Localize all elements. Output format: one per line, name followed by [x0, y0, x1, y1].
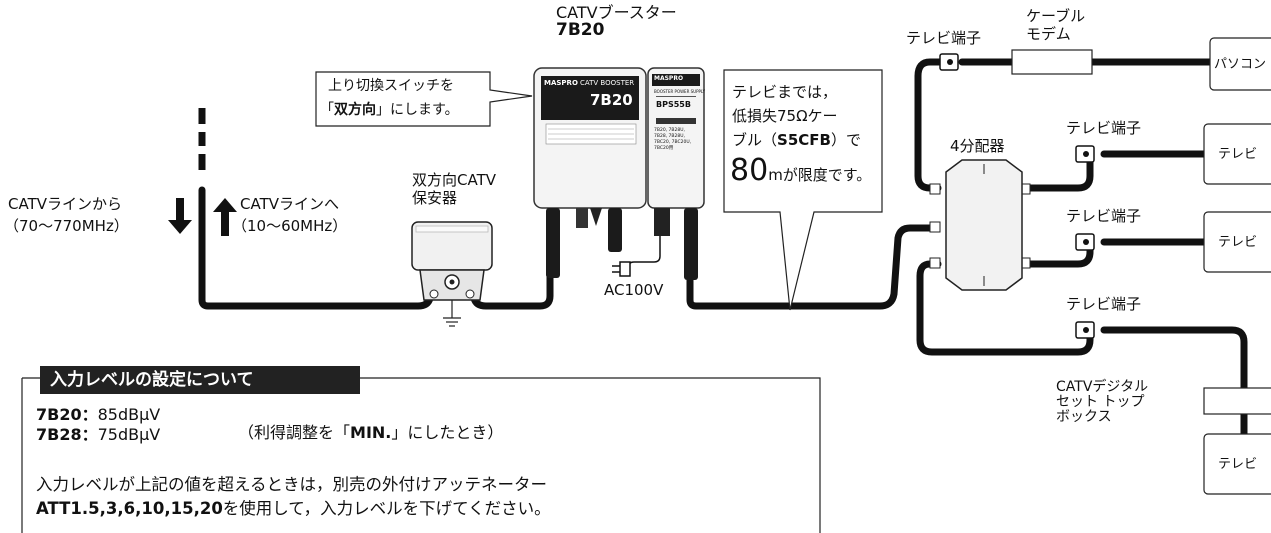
booster-title: CATVブースター: [556, 3, 677, 22]
tv-box-3: [1203, 433, 1271, 495]
coax-cables: [198, 58, 1248, 438]
tv-label-1: テレビ: [1218, 147, 1258, 162]
input-level-row-1: 7B20：85dBμV: [36, 405, 161, 424]
divider-label: 4分配器: [950, 137, 1005, 155]
cable-out-4: [916, 260, 1094, 356]
cable-out-1: [914, 58, 946, 192]
switch-callout-line1: 上り切換スイッチを: [328, 78, 454, 94]
ac-label: AC100V: [604, 281, 664, 299]
terminal-label-2: テレビ端子: [1066, 119, 1142, 137]
pc-label: パソコン: [1214, 57, 1267, 72]
input-level-para-2: ATT1.5,3,6,10,15,20を使用して，入力レベルを下げてください。: [36, 499, 551, 518]
booster-brand: MASPRO: [544, 79, 578, 87]
cable-out-3: [1024, 236, 1094, 268]
upstream-label-2: （10〜60MHz）: [232, 217, 348, 235]
modem-label-1: ケーブル: [1026, 7, 1086, 25]
psu-brand: MASPRO: [654, 75, 684, 82]
modem-label-2: モデム: [1026, 25, 1071, 43]
pc-box: [1209, 37, 1271, 91]
stb-box: [1203, 387, 1271, 415]
tv-box-1: [1203, 123, 1271, 185]
cable-outlet-stb: [1100, 326, 1248, 392]
input-level-heading: 入力レベルの設定について: [50, 370, 254, 390]
protector-label-1: 双方向CATV: [412, 171, 496, 189]
input-level-row-2: 7B28：75dBμV: [36, 425, 161, 444]
input-level-frame: [21, 377, 821, 533]
divider-device: [929, 159, 1031, 291]
downstream-label-2: （70〜770MHz）: [4, 217, 129, 235]
booster-device: [533, 67, 647, 278]
arrow-down-icon: [168, 198, 192, 234]
cable-catv-line: [198, 186, 434, 310]
callout-switch-bubble: [315, 71, 533, 127]
tv-box-2: [1203, 211, 1271, 273]
callout-cable-bubble: [723, 69, 883, 311]
cable-out-2: [1024, 158, 1094, 192]
switch-callout-line2: 「双方向」にします。: [320, 102, 459, 118]
downstream-label-1: CATVラインから: [8, 195, 122, 213]
cable-callout-line2: 低損失75Ωケー: [732, 107, 838, 125]
booster-panel-model: 7B20: [590, 91, 633, 109]
terminal-label-1: テレビ端子: [906, 29, 982, 47]
power-supply-device: [612, 67, 705, 280]
booster-panel-title: CATV BOOSTER: [580, 79, 635, 87]
booster-model: 7B20: [556, 20, 605, 40]
terminal-label-3: テレビ端子: [1066, 207, 1142, 225]
protector-device: [411, 221, 493, 327]
cable-callout-line1: テレビまでは，: [732, 83, 838, 101]
psu-panel-title: BOOSTER POWER SUPPLY: [654, 89, 706, 94]
input-level-para-1: 入力レベルが上記の値を超えるときは，別売の外付けアッテネーター: [36, 475, 548, 494]
direction-arrows: [168, 198, 237, 236]
plug-icon: [619, 261, 631, 277]
protector-label-2: 保安器: [412, 189, 458, 207]
stb-label-2: セット トップ: [1056, 394, 1145, 410]
input-level-note: （利得調整を「MIN.」にしたとき）: [238, 423, 504, 442]
modem-box: [1011, 49, 1093, 75]
cable-protector-booster: [470, 271, 554, 310]
psu-compat: 7B20, 7B28U, 7B28, 7B28U, 7BC20, 7BC20U,…: [654, 128, 692, 151]
tv-label-2: テレビ: [1218, 235, 1258, 250]
cable-callout-line4: 80mが限度です。: [730, 153, 872, 188]
psu-model: BPS55B: [656, 100, 691, 109]
arrow-up-icon: [213, 198, 237, 236]
cable-callout-line3: ブル（S5CFB）で: [732, 131, 861, 149]
upstream-label-1: CATVラインへ: [240, 195, 339, 213]
cable-booster-divider: [686, 224, 940, 310]
input-level-heading-bar: [40, 366, 360, 394]
stb-label-1: CATVデジタル: [1056, 379, 1149, 395]
terminal-label-4: テレビ端子: [1066, 295, 1142, 313]
tv-label-3: テレビ: [1218, 457, 1258, 472]
stb-label-3: ボックス: [1056, 409, 1112, 425]
